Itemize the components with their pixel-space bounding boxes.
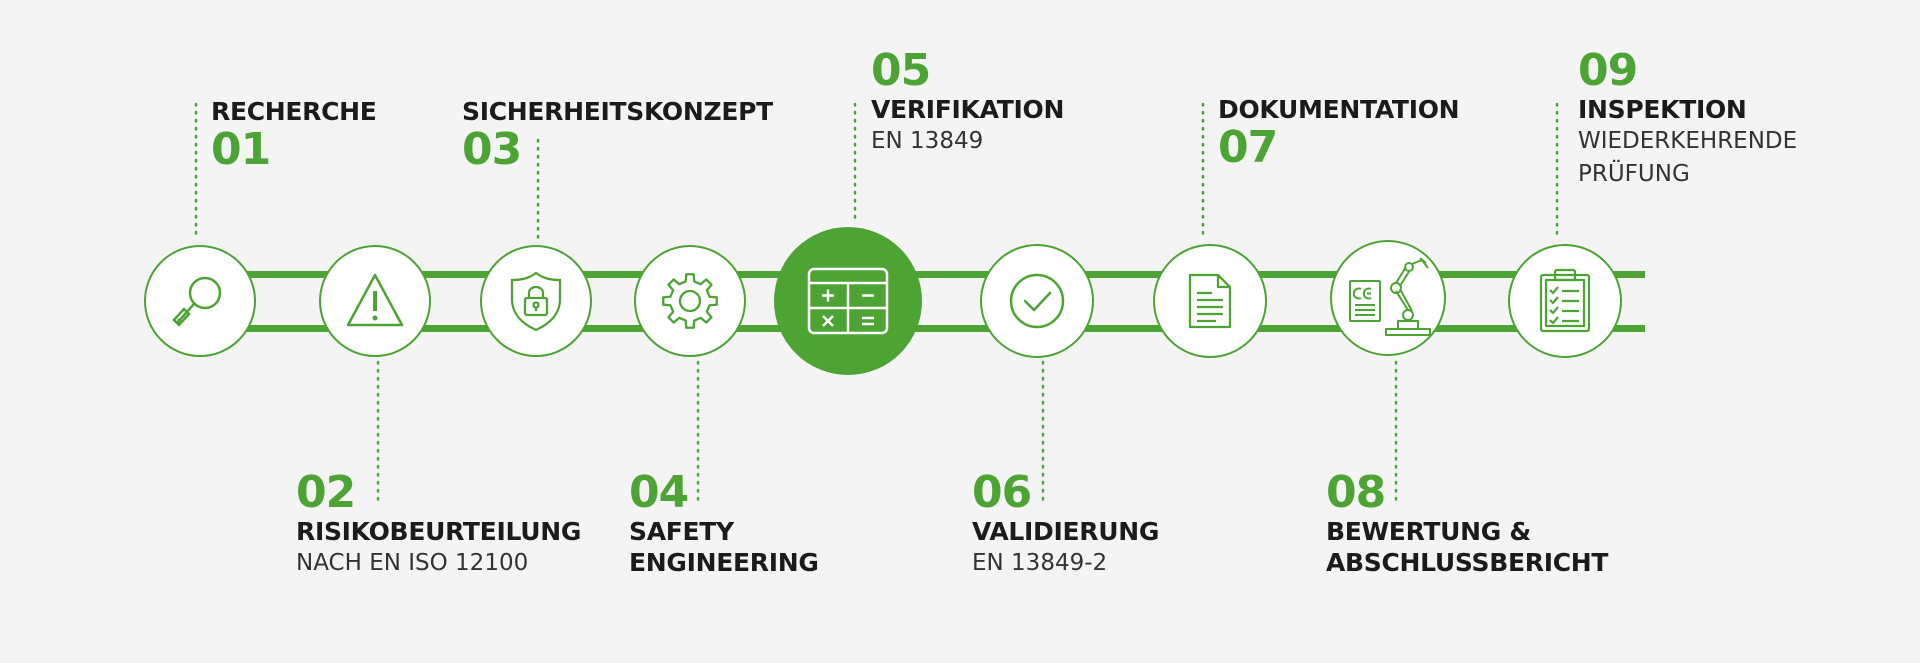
step-03-number: 03 [462,124,522,175]
step-08-number: 08 [1326,467,1386,518]
step-09-node [1508,244,1622,358]
step-02-subtitle: NACH EN ISO 12100 [296,550,529,576]
step-01-number: 01 [211,124,271,175]
step-09-label: 09 INSPEKTION WIEDERKEHRENDE PRÜFUNG [1578,48,1797,191]
magnifier-icon [172,276,222,327]
step-02-number: 02 [296,467,356,518]
step-05-label: 05 VERIFIKATION EN 13849 [871,48,1064,158]
step-08-title-line2: ABSCHLUSSBERICHT [1326,548,1609,577]
track-rail-top [200,271,1645,278]
step-09-subtitle-line2: PRÜFUNG [1578,161,1690,187]
step-02-title: RISIKOBEURTEILUNG [296,517,582,546]
step-01-label: RECHERCHE 01 [211,96,377,173]
shield-lock-icon [510,271,562,332]
step-05-number: 05 [871,45,931,96]
calculator-icon [807,267,889,335]
step-04-title: SAFETY [629,517,734,546]
step-07-number: 07 [1218,122,1278,173]
step-06-node [980,244,1094,358]
step-01-node [144,245,256,357]
step-08-node [1330,240,1446,356]
step-05-subtitle: EN 13849 [871,128,984,154]
step-06-subtitle: EN 13849-2 [972,550,1108,576]
step-04-title-line2: ENGINEERING [629,548,819,577]
step-06-title: VALIDIERUNG [972,517,1160,546]
track-rail-bottom [200,325,1645,332]
warning-triangle-icon [346,273,404,327]
gear-icon [662,273,718,329]
step-04-label: 04 SAFETY ENGINEERING [629,470,819,578]
step-09-number: 09 [1578,45,1638,96]
step-02-node [319,245,431,357]
step-04-number: 04 [629,467,689,518]
step-03-title: SICHERHEITSKONZEPT [462,97,773,126]
ce-robot-arm-icon [1349,257,1431,336]
document-icon [1188,273,1232,329]
step-09-title: INSPEKTION [1578,95,1747,124]
step-03-label: SICHERHEITSKONZEPT 03 [462,96,773,173]
step-08-title: BEWERTUNG & [1326,517,1531,546]
step-07-title: DOKUMENTATION [1218,95,1460,124]
step-06-label: 06 VALIDIERUNG EN 13849-2 [972,470,1159,580]
step-07-label: DOKUMENTATION 07 [1218,94,1460,173]
step-01-title: RECHERCHE [211,97,377,126]
step-04-node [634,245,746,357]
step-06-number: 06 [972,467,1032,518]
step-03-node [480,245,592,357]
checkmark-circle-icon [1009,273,1065,329]
step-07-node [1153,244,1267,358]
clipboard-checklist-icon [1539,268,1591,333]
step-02-label: 02 RISIKOBEURTEILUNG NACH EN ISO 12100 [296,470,581,580]
step-08-label: 08 BEWERTUNG & ABSCHLUSSBERICHT [1326,470,1608,578]
leader-lines [194,102,1559,504]
step-05-title: VERIFIKATION [871,95,1065,124]
step-05-node [774,227,922,375]
step-09-subtitle: WIEDERKEHRENDE [1578,128,1798,154]
